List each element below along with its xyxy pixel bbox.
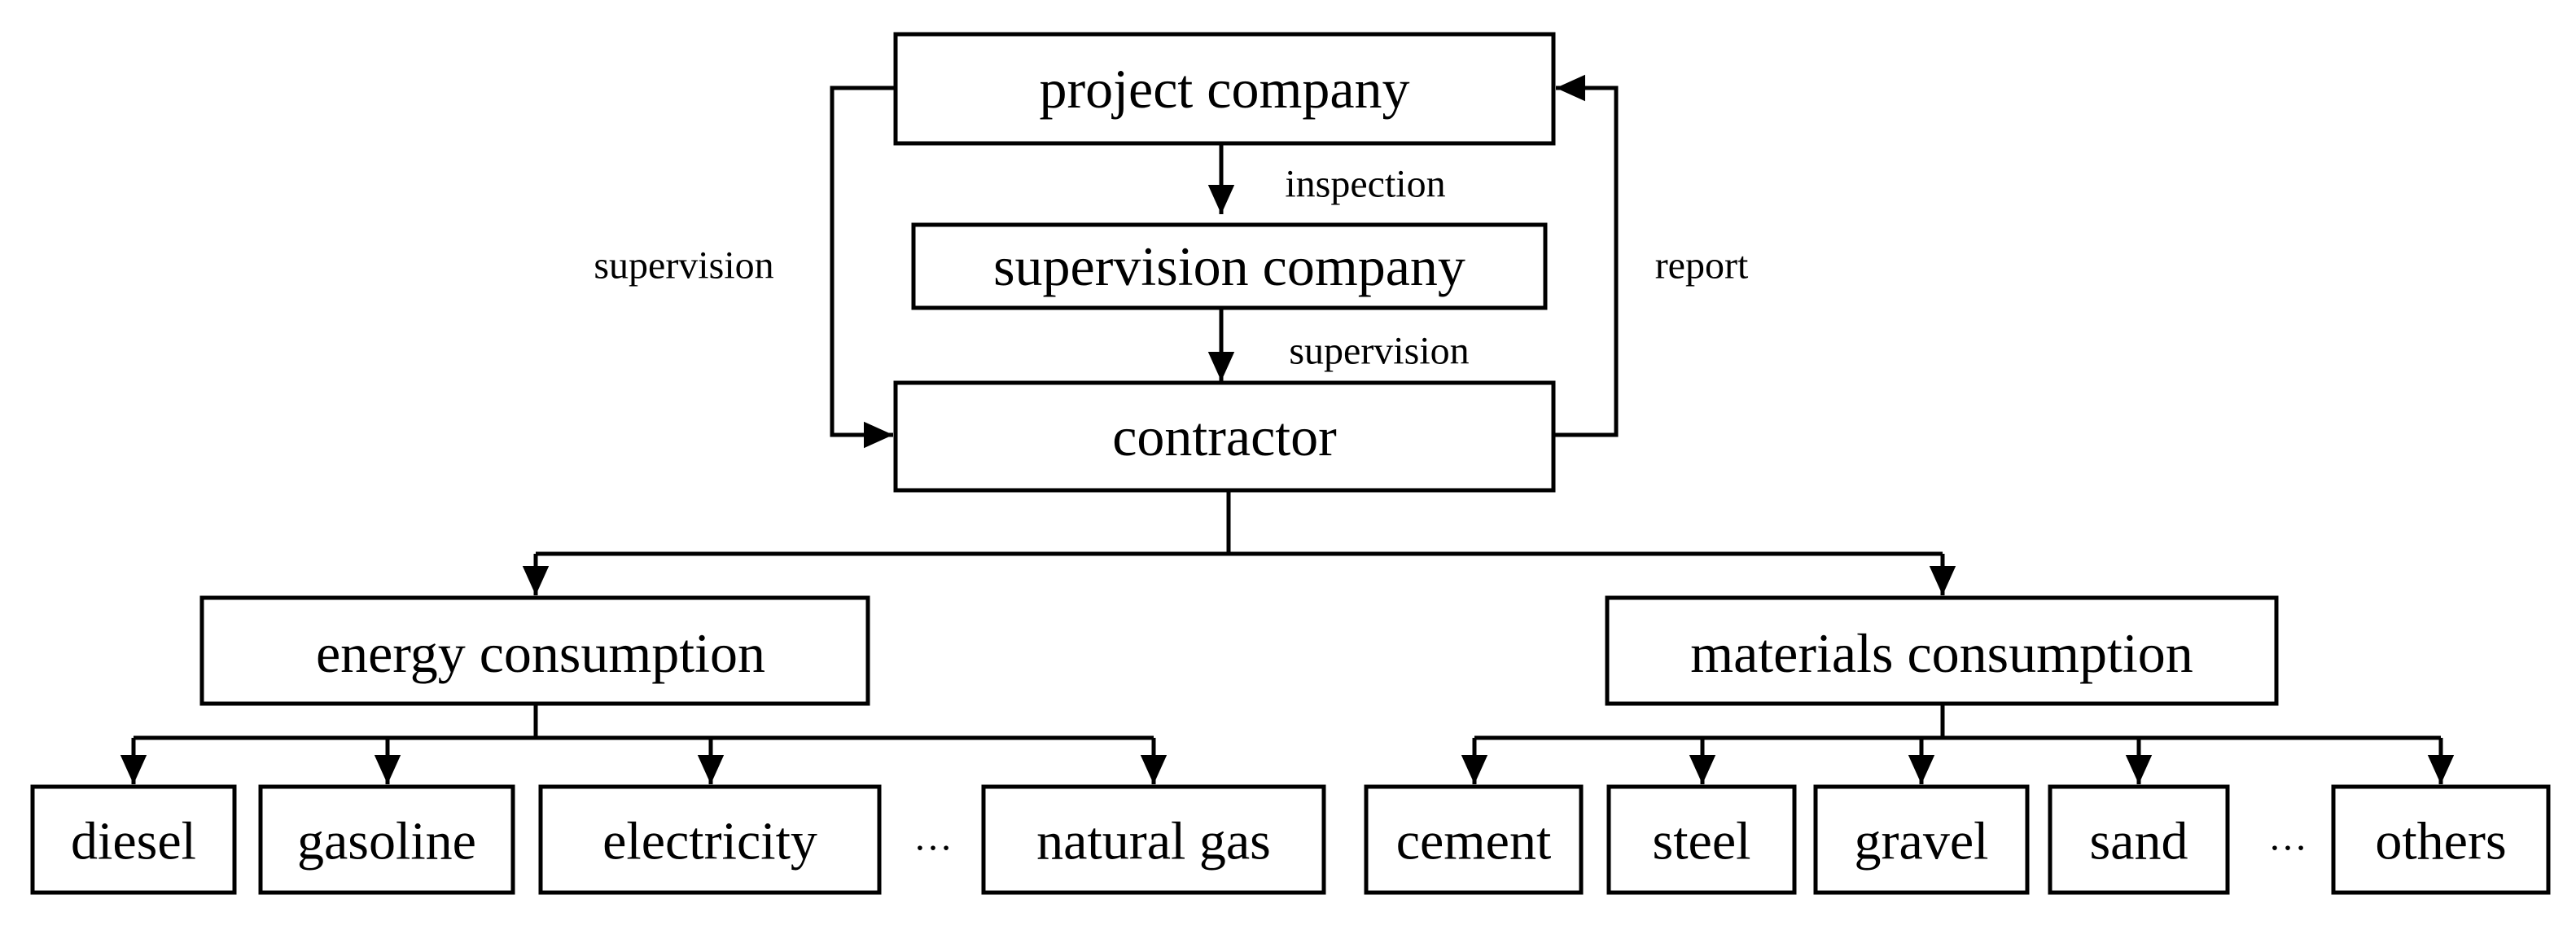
- box-materials-consumption: materials consumption: [1605, 595, 2279, 706]
- box-steel: steel: [1606, 784, 1797, 895]
- label-electricity: electricity: [602, 812, 817, 871]
- box-contractor: contractor: [893, 380, 1556, 493]
- label-sand: sand: [2090, 812, 2188, 871]
- label-gasoline: gasoline: [297, 812, 476, 871]
- arrow-supervision-direct: [830, 86, 896, 449]
- box-natural-gas: natural gas: [981, 784, 1326, 895]
- connector-materials-split: [1474, 704, 2441, 740]
- box-others: others: [2331, 784, 2551, 895]
- arrow-report: [1553, 74, 1619, 437]
- box-energy-consumption: energy consumption: [199, 595, 870, 706]
- label-diesel: diesel: [71, 812, 196, 871]
- edge-label-inspection: inspection: [1285, 163, 1445, 206]
- box-electricity: electricity: [538, 784, 882, 895]
- connector-energy-split: [134, 704, 1154, 740]
- edge-label-report: report: [1655, 244, 1749, 287]
- box-cement: cement: [1364, 784, 1584, 895]
- label-others: others: [2375, 812, 2506, 871]
- label-contractor: contractor: [1112, 406, 1337, 467]
- label-project-company: project company: [1039, 58, 1409, 120]
- label-materials-consumption: materials consumption: [1690, 622, 2193, 684]
- label-supervision-company: supervision company: [993, 235, 1465, 297]
- box-sand: sand: [2048, 784, 2230, 895]
- label-cement: cement: [1396, 812, 1552, 871]
- box-supervision-company: supervision company: [911, 222, 1548, 310]
- box-diesel: diesel: [30, 784, 237, 895]
- box-gasoline: gasoline: [258, 784, 515, 895]
- label-steel: steel: [1653, 812, 1751, 871]
- connector-contractor-split: [536, 490, 1943, 556]
- edge-label-supervision-mid: supervision: [1289, 330, 1469, 373]
- label-natural-gas: natural gas: [1036, 812, 1271, 871]
- label-energy-consumption: energy consumption: [316, 622, 765, 684]
- box-project-company: project company: [893, 32, 1556, 146]
- ellipsis-energy: …: [913, 816, 953, 859]
- ellipsis-materials: …: [2268, 816, 2307, 859]
- edge-label-supervision-direct: supervision: [594, 244, 773, 287]
- box-gravel: gravel: [1813, 784, 2030, 895]
- connectors: [120, 74, 2455, 784]
- label-gravel: gravel: [1855, 812, 1989, 871]
